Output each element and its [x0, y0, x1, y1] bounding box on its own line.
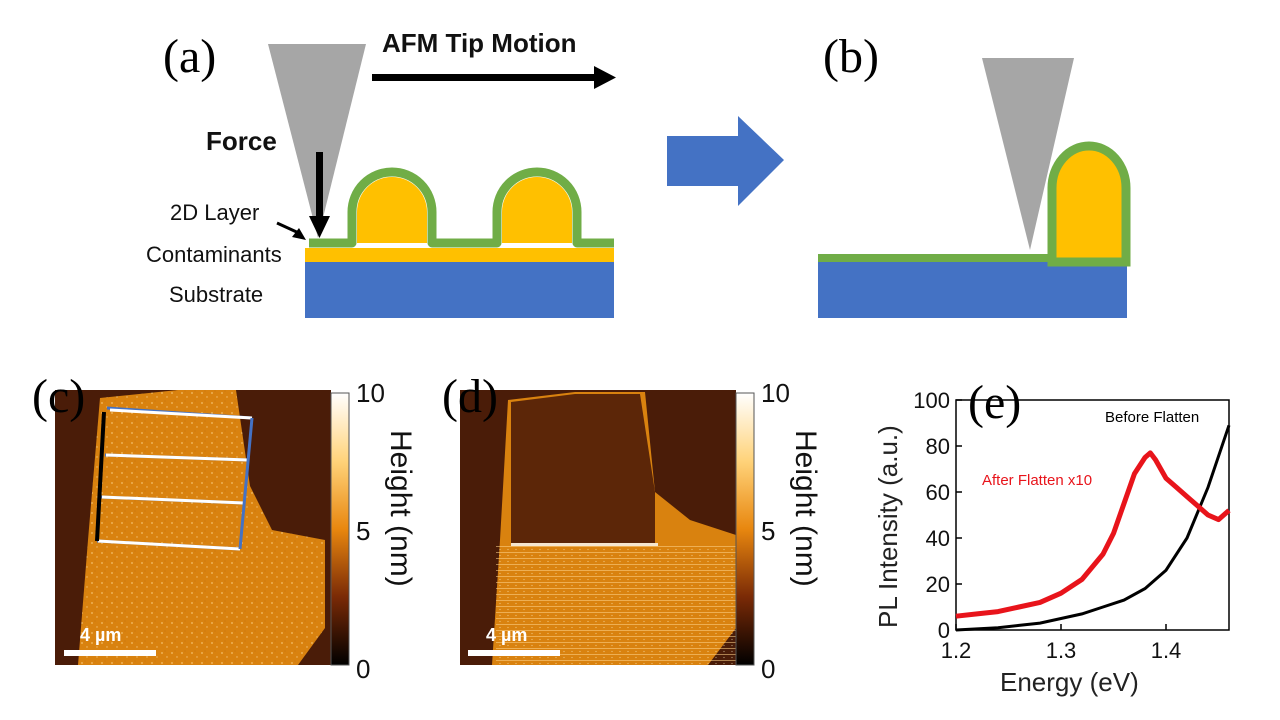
x-tick-label: 1.3 [1046, 638, 1077, 663]
colorbar-c: 10 5 0 Height (nm) [330, 378, 417, 684]
bubble-1-a [357, 177, 427, 243]
series-before-flatten-label: Before Flatten [1105, 409, 1199, 426]
flattened-area-border-d [511, 543, 658, 546]
scale-bar-d-label: 4 µm [486, 625, 527, 645]
scale-bar-c [64, 650, 156, 656]
contaminants-label: Contaminants [146, 242, 282, 267]
substrate-label: Substrate [169, 282, 263, 307]
scan-path-c [95, 406, 254, 551]
flat-layer-b [818, 254, 1052, 262]
scale-bar-d [468, 650, 560, 656]
colorbar-d-tick-min: 0 [761, 654, 775, 684]
y-tick-label: 60 [926, 480, 950, 505]
y-tick-label: 20 [926, 572, 950, 597]
y-tick-label: 100 [913, 388, 950, 413]
layer-pointer-arrow [276, 221, 306, 240]
afm-tip-motion-label: AFM Tip Motion [382, 28, 576, 58]
panel-e-letter: (e) [968, 376, 1021, 429]
colorbar-d-tick-max: 10 [761, 378, 790, 408]
process-arrow [667, 116, 784, 206]
panel-a-letter: (a) [163, 30, 216, 83]
force-arrow [309, 152, 330, 238]
panel-c-letter: (c) [32, 370, 85, 423]
colorbar-c-tick-mid: 5 [356, 516, 370, 546]
series-after-flatten-label: After Flatten x10 [982, 472, 1092, 489]
colorbar-d: 10 5 0 Height (nm) [735, 378, 822, 684]
colorbar-c-tick-min: 0 [356, 654, 370, 684]
contaminant-film-a [305, 248, 614, 262]
flattened-area-d [511, 394, 655, 545]
bubble-2-a [502, 177, 572, 243]
y-tick-label: 80 [926, 434, 950, 459]
substrate-block-a [305, 262, 614, 318]
colorbar-c-tick-max: 10 [356, 378, 385, 408]
colorbar-d-tick-mid: 5 [761, 516, 775, 546]
panel-a: (a) AFM Tip Motion Force 2D Layer Contam… [146, 28, 616, 318]
colorbar-d-title: Height (nm) [789, 430, 822, 587]
panel-e-chart: (e) 1.2 1.3 1.4 0 20 40 60 80 100 Before Flatten… [873, 376, 1231, 697]
gathered-bubble-b [1047, 141, 1131, 267]
tip-motion-arrow [372, 66, 616, 89]
afm-tip [268, 44, 366, 238]
2d-layer-label: 2D Layer [170, 200, 259, 225]
panel-b-letter: (b) [823, 30, 879, 83]
x-tick-label: 1.4 [1151, 638, 1182, 663]
force-label: Force [206, 126, 277, 156]
x-tick-label: 1.2 [941, 638, 972, 663]
y-tick-label: 40 [926, 526, 950, 551]
panel-c: (c) 4 µm [32, 370, 331, 665]
colorbar-c-title: Height (nm) [384, 430, 417, 587]
substrate-block-b [818, 262, 1127, 318]
scale-bar-c-label: 4 µm [80, 625, 121, 645]
y-tick-label: 0 [938, 618, 950, 643]
y-axis-title: PL Intensity (a.u.) [873, 425, 903, 628]
series-before-flatten-line [955, 424, 1231, 632]
2d-layer-a [309, 167, 614, 248]
chart-plot-area [955, 399, 1230, 631]
panel-b: (b) [818, 30, 1131, 318]
series-after-flatten-line [955, 450, 1231, 619]
panel-d-letter: (d) [442, 370, 498, 423]
chart-ticks: 1.2 1.3 1.4 0 20 40 60 80 100 [913, 388, 1181, 663]
afm-tip-b [982, 58, 1074, 250]
x-axis-title: Energy (eV) [1000, 667, 1139, 697]
panel-d: (d) 4 µm [442, 370, 736, 665]
